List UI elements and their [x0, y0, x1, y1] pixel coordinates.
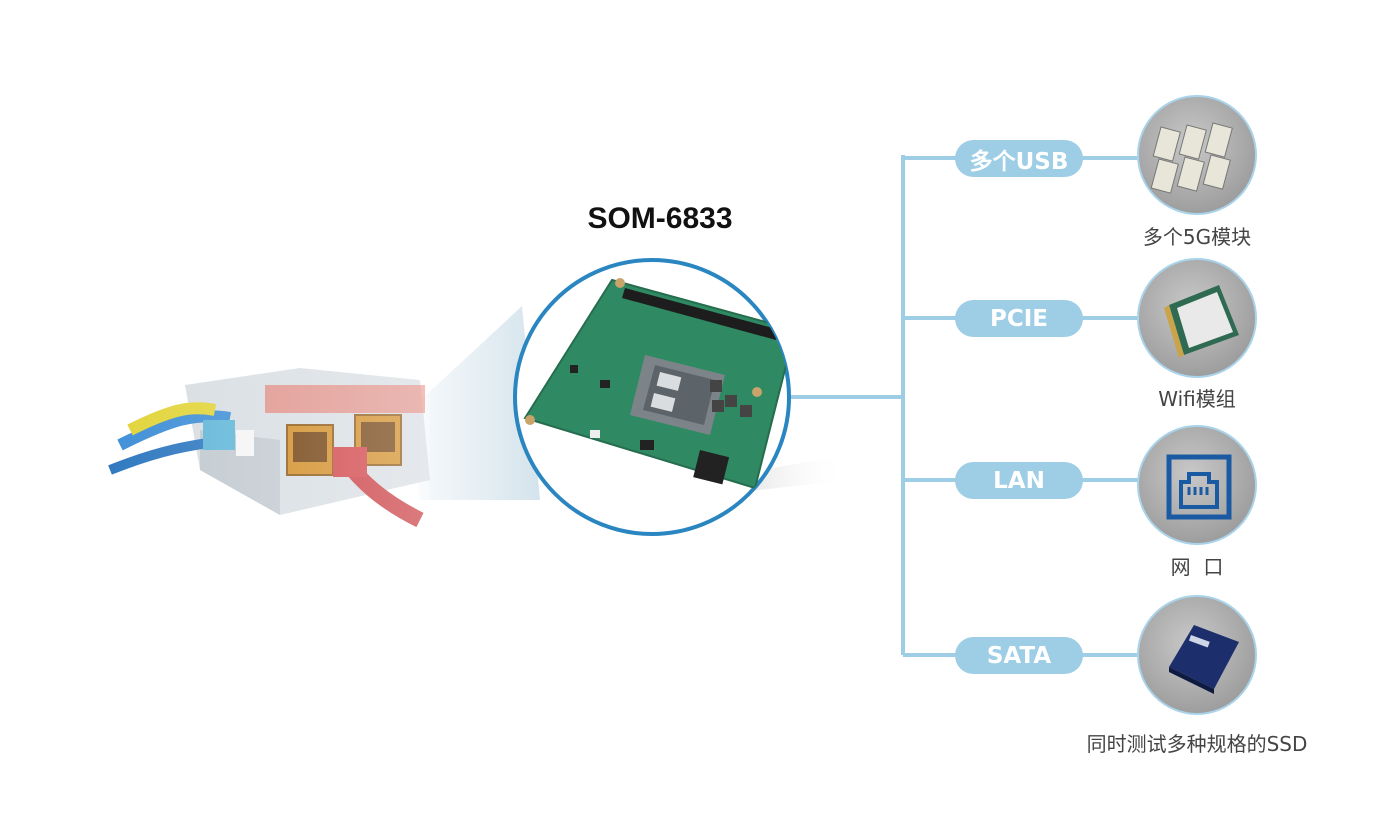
interface-label-sata: SATA [955, 637, 1083, 674]
product-title: SOM-6833 [587, 202, 733, 235]
interface-label-usb: 多个USB [955, 140, 1083, 177]
interface-label-pcie: PCIE [955, 300, 1083, 337]
caption-lan-port: 网 口 [1170, 555, 1224, 579]
ssd-icon [1137, 595, 1257, 715]
wifi-module-icon [1137, 258, 1257, 378]
caption-ssd: 同时测试多种规格的SSD [1086, 732, 1308, 756]
interface-label-lan: LAN [955, 462, 1083, 499]
ethernet-port-icon [1137, 425, 1257, 545]
caption-5g-module: 多个5G模块 [1142, 225, 1252, 249]
5g-module-icon [1137, 95, 1257, 215]
caption-wifi-module: Wifi模组 [1158, 387, 1236, 411]
